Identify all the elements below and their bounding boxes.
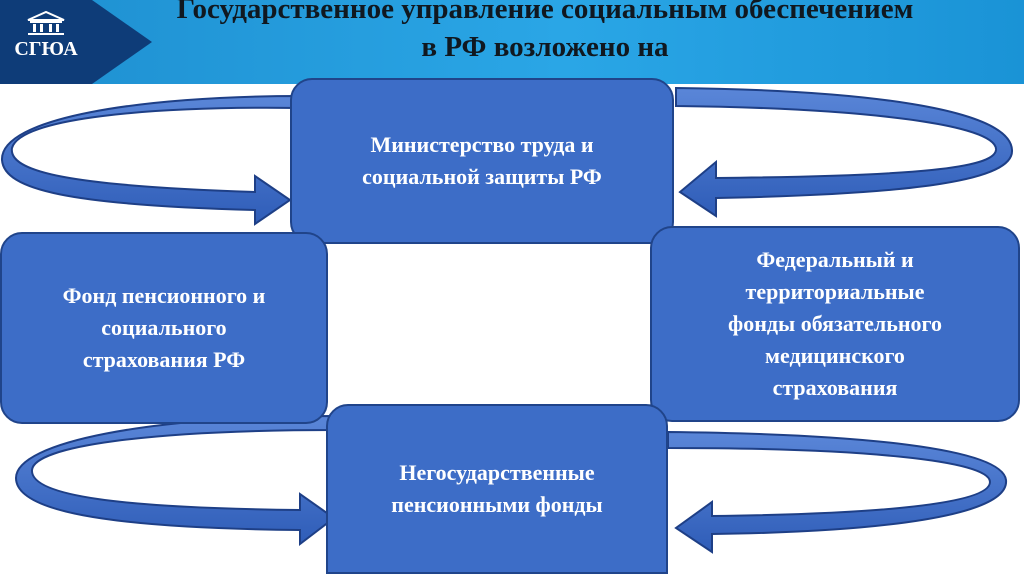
building-icon	[27, 10, 65, 35]
medical-funds-label: Федеральный и территориальные фонды обяз…	[728, 247, 942, 400]
medical-funds-box: Федеральный и территориальные фонды обяз…	[650, 226, 1020, 422]
ministry-label: Министерство труда и социальной защиты Р…	[362, 132, 602, 189]
logo-wedge	[92, 0, 152, 84]
pension-fund-box: Фонд пенсионного и социального страхован…	[0, 232, 328, 424]
arrow-top-left	[0, 94, 301, 226]
header-bar: СГЮА Государственное управление социальн…	[0, 0, 1024, 84]
arrow-bottom-left	[14, 414, 337, 547]
logo: СГЮА	[0, 0, 92, 84]
pension-fund-label: Фонд пенсионного и социального страхован…	[62, 283, 266, 372]
ministry-box: Министерство труда и социальной защиты Р…	[290, 78, 674, 244]
title-line-2: в РФ возложено на	[421, 31, 669, 63]
page-title: Государственное управление социальным об…	[100, 0, 990, 66]
title-line-1: Государственное управление социальным об…	[176, 0, 914, 25]
logo-text: СГЮА	[14, 38, 78, 60]
arrow-top-right	[675, 86, 1014, 218]
arrow-bottom-right	[667, 430, 1008, 554]
nonstate-funds-label: Негосударственные пенсионными фонды	[391, 460, 603, 517]
nonstate-funds-box: Негосударственные пенсионными фонды	[326, 404, 668, 574]
